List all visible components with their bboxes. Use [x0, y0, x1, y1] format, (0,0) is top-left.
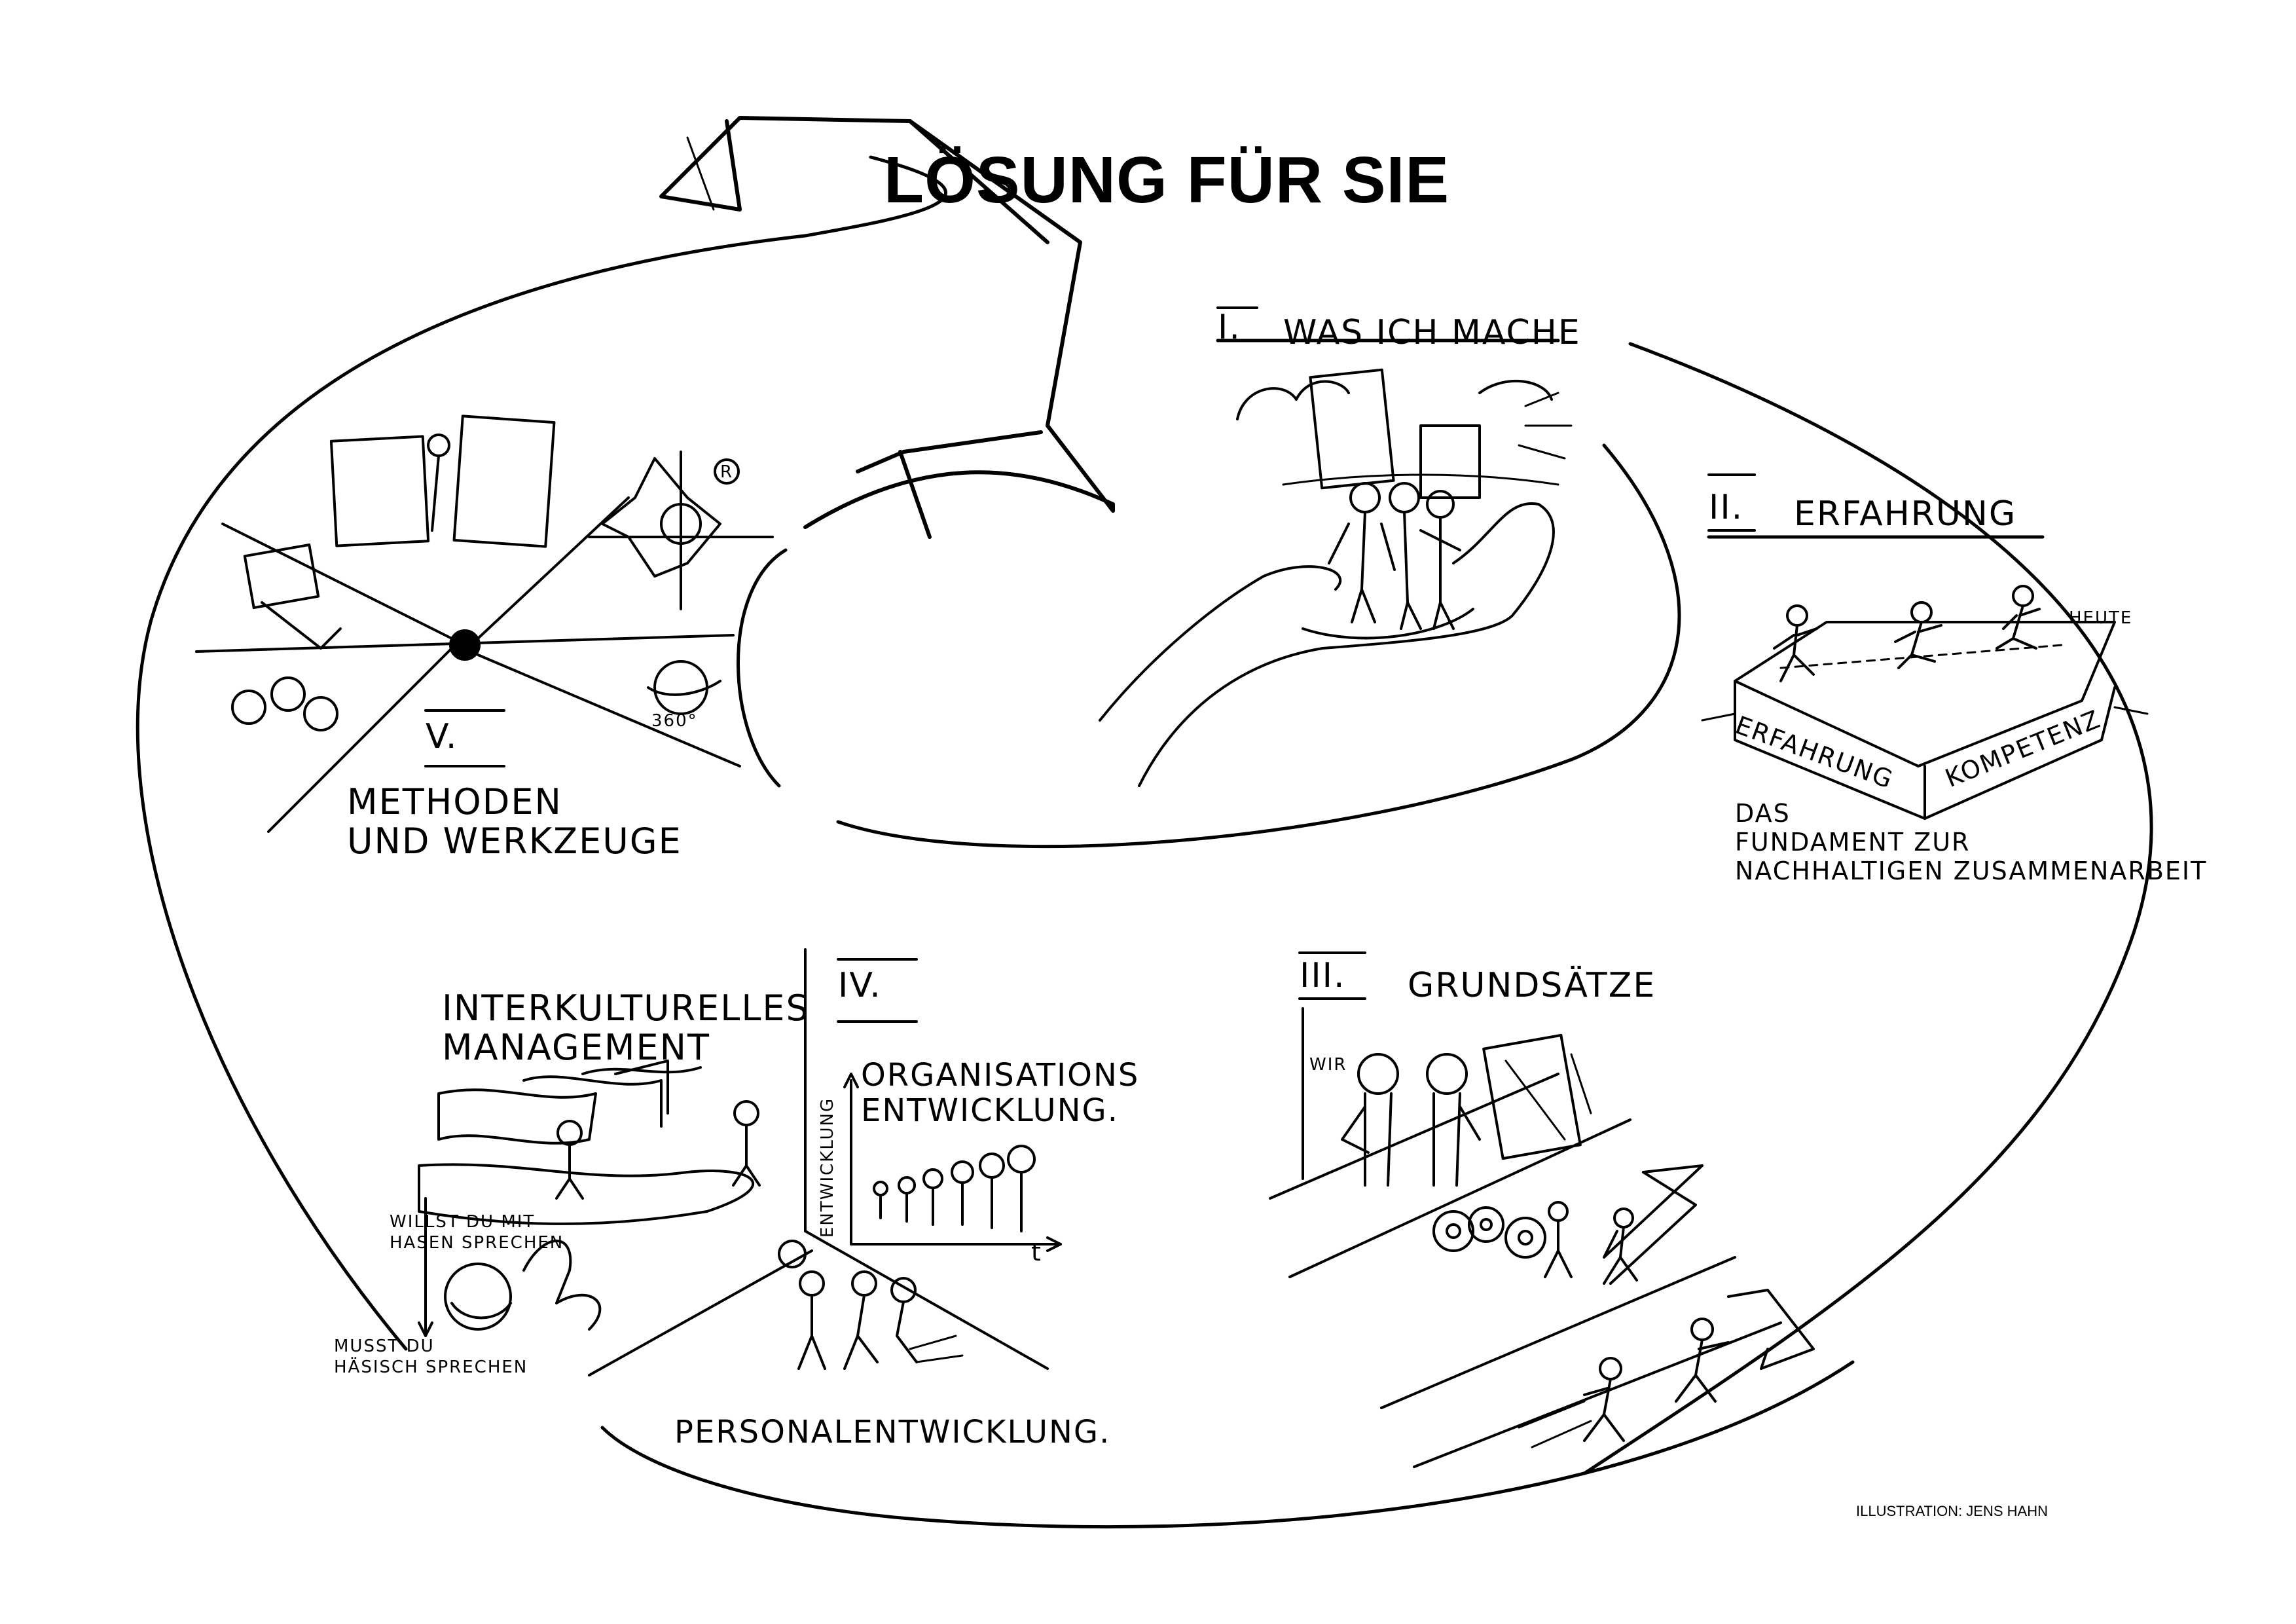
speech-line-4: HÄSISCH SPRECHEN [334, 1357, 528, 1377]
section-3-title: GRUNDSÄTZE [1408, 966, 1656, 1005]
section-2-illustration [1701, 535, 2149, 820]
inner-loop [737, 443, 1681, 849]
org-dev-line-2: ENTWICKLUNG. [861, 1092, 1120, 1129]
section-2-caption: DAS FUNDAMENT ZUR NACHHALTIGEN ZUSAMMENA… [1735, 799, 2207, 885]
speech-line-2: HASEN SPRECHEN [390, 1233, 564, 1253]
registered-mark: R [720, 462, 734, 482]
section-5-title: METHODEN UND WERKZEUGE [347, 783, 682, 861]
intercultural-line-2: MANAGEMENT [442, 1027, 710, 1068]
heute-marker: HEUTE [2069, 608, 2133, 628]
speech-line-3: MUSST DU [334, 1337, 435, 1356]
section-1-numeral: I. [1218, 308, 1241, 347]
section-2-numeral: II. [1709, 488, 1744, 527]
personnel-dev-title: PERSONALENTWICKLUNG. [674, 1414, 1111, 1450]
chart-y-label: ENTWICKLUNG [818, 1097, 837, 1238]
rabbit-speech-bottom: MUSST DU HÄSISCH SPRECHEN [334, 1336, 528, 1378]
page-title: LÖSUNG FÜR SIE [884, 143, 1450, 217]
section-1-title: WAS ICH MACHE [1283, 313, 1581, 352]
speech-line-1: WILLST DU MIT [390, 1212, 536, 1232]
section-2-title: ERFAHRUNG [1794, 494, 2017, 534]
section-4-numeral: IV. [838, 966, 882, 1005]
intercultural-line-1: INTERKULTURELLES [442, 987, 810, 1029]
caption-line-2: FUNDAMENT ZUR [1735, 828, 1971, 857]
section-5-numeral: V. [426, 717, 458, 756]
roman-numeral-frames [424, 306, 1756, 1023]
illustration-credit: ILLUSTRATION: JENS HAHN [1856, 1503, 2048, 1519]
big-arrow [659, 116, 1115, 539]
globe-360-badge: 360° [651, 711, 698, 731]
wir-label: WIR [1309, 1055, 1347, 1075]
section-4-illustration [418, 948, 1062, 1376]
org-dev-line-1: ORGANISATIONS [861, 1057, 1140, 1094]
org-dev-title: ORGANISATIONS ENTWICKLUNG. [861, 1058, 1139, 1128]
caption-line-3: NACHHALTIGEN ZUSAMMENARBEIT [1735, 857, 2208, 885]
chart-x-label: t [1031, 1238, 1042, 1266]
intercultural-title: INTERKULTURELLES MANAGEMENT [442, 989, 810, 1067]
methods-line-2: UND WERKZEUGE [347, 821, 682, 862]
methods-line-1: METHODEN [347, 781, 562, 822]
section-3-numeral: III. [1300, 956, 1346, 995]
section-5-illustration [195, 415, 774, 833]
caption-line-1: DAS [1735, 799, 1791, 828]
section-3-illustration [1269, 1007, 1815, 1468]
section-1-illustration [1099, 339, 1573, 787]
outer-flow-loop [136, 155, 2153, 1529]
rabbit-speech-top: WILLST DU MIT HASEN SPRECHEN [390, 1211, 564, 1253]
